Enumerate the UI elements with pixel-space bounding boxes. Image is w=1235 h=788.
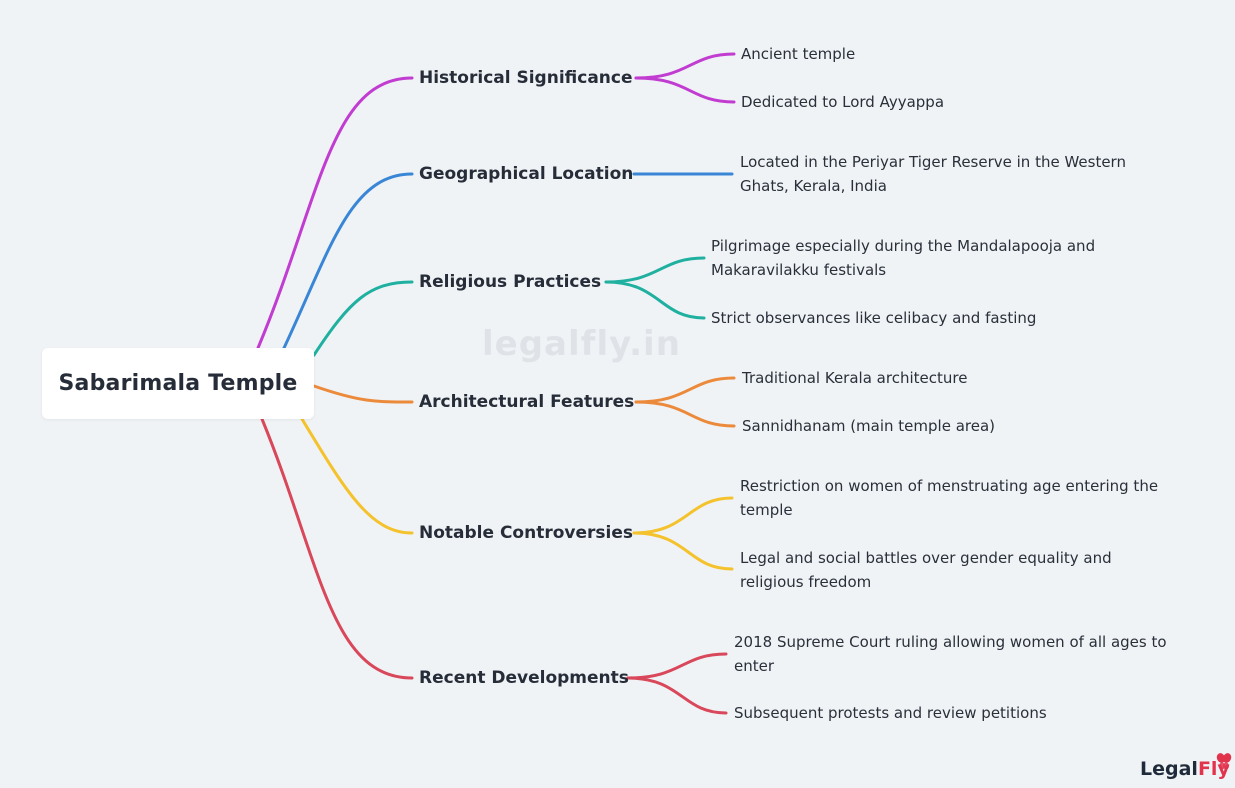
branch-historical[interactable]: Historical Significance [419,68,633,88]
leaf-historical-1[interactable]: Ancient temple [741,45,856,63]
leaf-recent-2[interactable]: Subsequent protests and review petitions [734,704,1047,722]
connector-religious-leaf-2 [604,280,706,320]
connector-architectural-leaf-2 [634,400,736,428]
branch-religious[interactable]: Religious Practices [419,272,602,292]
connector-historical-leaf-2 [634,76,736,104]
connector-root-religious [312,280,414,357]
connector-architectural-leaf-1 [634,376,736,404]
connector-root-controversies [300,417,414,535]
leaf-religious-1[interactable]: Pilgrimage especially during the Mandala… [711,237,1096,279]
connector-recent-leaf-1 [626,652,728,680]
connector-religious-leaf-1 [604,256,706,284]
leaf-controversies-1[interactable]: Restriction on women of menstruating age… [740,477,1159,519]
branch-recent[interactable]: Recent Developments [419,668,629,688]
connector-historical-leaf-1 [634,52,736,80]
leaf-religious-2[interactable]: Strict observances like celibacy and fas… [711,309,1037,327]
leaf-controversies-2[interactable]: Legal and social battles over gender equ… [740,549,1112,591]
branch-geographical[interactable]: Geographical Location [419,164,634,184]
branch-controversies[interactable]: Notable Controversies [419,523,633,543]
connector-recent-leaf-2 [626,676,728,715]
logo-text-legal: Legal [1140,758,1198,780]
connector-root-recent [260,417,414,680]
connector-controversies-leaf-2 [632,531,734,571]
connector-root-historical [256,76,414,350]
leaf-architectural-2[interactable]: Sannidhanam (main temple area) [742,417,996,435]
root-label: Sabarimala Temple [58,371,298,396]
connector-controversies-leaf-1 [632,496,734,535]
leaf-geographical-1[interactable]: Located in the Periyar Tiger Reserve in … [740,153,1126,195]
leaf-recent-1[interactable]: 2018 Supreme Court ruling allowing women… [734,633,1167,675]
branch-architectural[interactable]: Architectural Features [419,392,635,412]
watermark-text: legalfly.in [482,324,681,364]
connector-root-geographical [282,172,414,350]
connector-root-architectural [312,384,414,404]
root-node[interactable]: Sabarimala Temple [42,348,314,419]
butterfly-icon [1216,753,1232,770]
leaf-architectural-1[interactable]: Traditional Kerala architecture [742,369,968,387]
leaf-historical-2[interactable]: Dedicated to Lord Ayyappa [741,93,945,111]
